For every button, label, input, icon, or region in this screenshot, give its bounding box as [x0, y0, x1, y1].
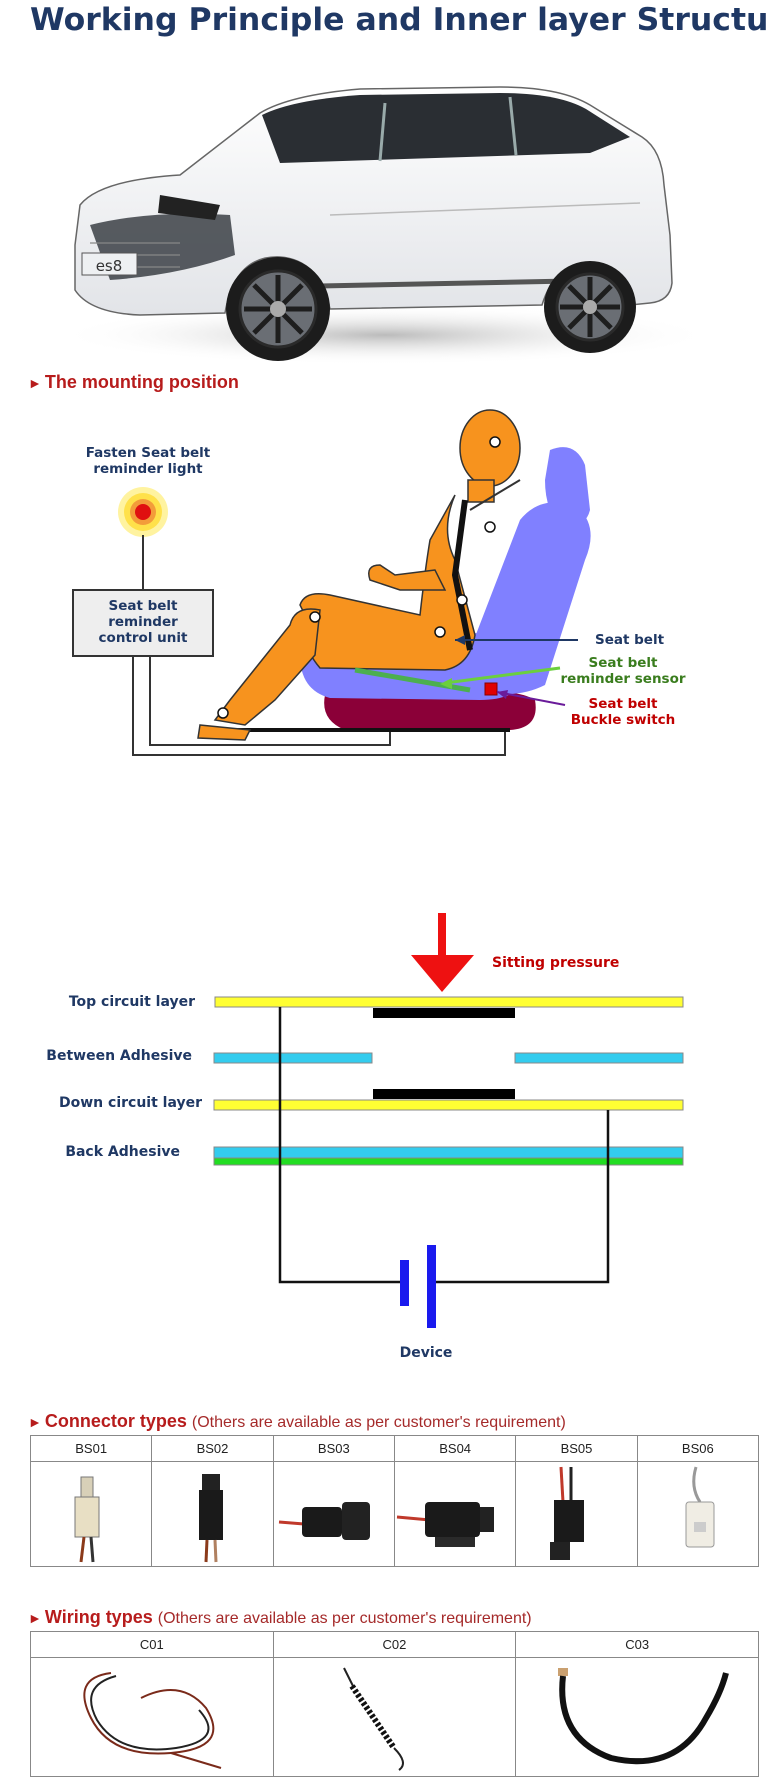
connector-heading-text: Connector types [44, 1411, 187, 1431]
top-layer-label: Top circuit layer [69, 994, 195, 1010]
sensor-label-line1: Seat belt [588, 655, 658, 671]
wiring-cell-c03 [515, 1657, 759, 1777]
connector-cell-bs01 [29, 1461, 153, 1567]
between-adhesive-left [213, 1052, 373, 1064]
table-row [29, 1461, 760, 1567]
car-plate-text: es8 [96, 257, 123, 275]
back-adhesive-green [213, 1157, 684, 1166]
table-row: BS01 BS02 BS03 BS04 BS05 BS06 [29, 1435, 760, 1462]
wiring-c01-image [83, 1672, 222, 1769]
back-adhesive-cyan [213, 1146, 684, 1159]
control-unit-line2: reminder [108, 614, 178, 630]
pressure-arrow-icon [411, 913, 474, 992]
connector-note: (Others are available as per customer's … [191, 1414, 566, 1431]
buckle-label-line2: Buckle switch [571, 712, 676, 728]
connector-cell-bs02 [151, 1461, 274, 1567]
heading-arrow-icon: ► [28, 1610, 42, 1626]
mounting-diagram: Fasten Seat belt reminder light Seat bel… [72, 409, 686, 756]
top-circuit-layer [214, 996, 684, 1008]
wiring-heading-text: Wiring types [44, 1607, 153, 1627]
wiring-note: (Others are available as per customer's … [157, 1610, 532, 1627]
connector-header: BS01 [29, 1435, 153, 1462]
connector-bs04-image [396, 1502, 494, 1547]
control-unit-line1: Seat belt [108, 598, 178, 614]
layer-structure-diagram: Sitting pressure Top circuit layer Betwe… [46, 913, 684, 1361]
seated-dummy-figure [197, 409, 521, 741]
mounting-heading: ►The mounting position [28, 372, 239, 393]
control-unit-box [72, 589, 214, 657]
heading-arrow-icon: ► [28, 375, 42, 391]
sensor-label-line2: reminder sensor [560, 671, 685, 687]
connector-cell-bs04 [393, 1461, 517, 1567]
between-adhesive-label: Between Adhesive [46, 1048, 192, 1064]
connector-bs01-image [74, 1476, 100, 1563]
pressure-label: Sitting pressure [492, 955, 619, 971]
page-title: Working Principle and Inner layer Struct… [30, 2, 767, 38]
between-adhesive-right [514, 1052, 684, 1064]
wiring-table: C01 C02 C03 [30, 1631, 759, 1777]
light-label-line1: Fasten Seat belt [86, 445, 211, 461]
wiring-c02-image [342, 1667, 404, 1771]
down-circuit-layer [213, 1099, 684, 1111]
mounting-heading-text: The mounting position [44, 372, 239, 392]
connector-bs05-image [550, 1466, 585, 1560]
car-image: es8 [55, 86, 715, 365]
wiring-header: C02 [272, 1631, 517, 1658]
connector-cell-bs06 [636, 1461, 760, 1567]
seat-belt-label: Seat belt [595, 632, 665, 648]
wiring-cell-c02 [272, 1657, 517, 1777]
table-row [30, 1657, 759, 1777]
wiring-c03-image [558, 1668, 730, 1765]
battery-icon [400, 1245, 436, 1328]
connector-table: BS01 BS02 BS03 BS04 BS05 BS06 [29, 1435, 760, 1567]
connector-header: BS06 [636, 1435, 760, 1462]
buckle-label-line1: Seat belt [588, 696, 658, 712]
control-unit-line3: control unit [99, 630, 188, 646]
connector-cell-bs03 [272, 1461, 395, 1567]
light-label-line2: reminder light [93, 461, 203, 477]
table-row: C01 C02 C03 [30, 1631, 759, 1658]
connector-header: BS04 [393, 1435, 517, 1462]
connector-bs02-image [199, 1474, 224, 1563]
reminder-light-icon [118, 487, 168, 537]
wiring-header: C03 [515, 1631, 759, 1658]
connector-heading: ►Connector types (Others are available a… [28, 1411, 566, 1432]
wiring-cell-c01 [30, 1657, 274, 1777]
wiring-heading: ►Wiring types (Others are available as p… [28, 1607, 532, 1628]
connector-bs03-image [278, 1502, 370, 1540]
connector-cell-bs05 [515, 1461, 638, 1567]
connector-header: BS03 [272, 1435, 395, 1462]
buckle-switch-marker [484, 682, 498, 696]
wiring-header: C01 [30, 1631, 274, 1658]
connector-header: BS05 [515, 1435, 638, 1462]
back-adhesive-label: Back Adhesive [65, 1144, 180, 1160]
device-label: Device [400, 1345, 453, 1361]
connector-bs06-image [685, 1466, 715, 1548]
down-layer-label: Down circuit layer [59, 1095, 202, 1111]
connector-header: BS02 [151, 1435, 274, 1462]
heading-arrow-icon: ► [28, 1414, 42, 1430]
